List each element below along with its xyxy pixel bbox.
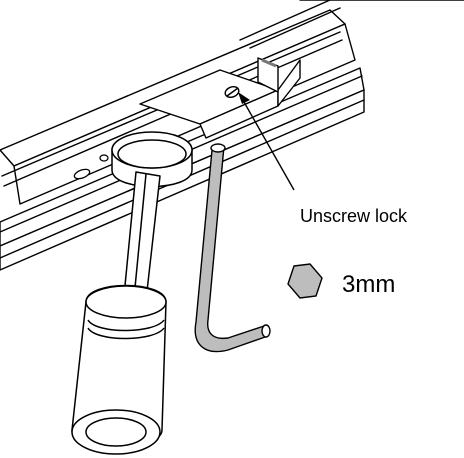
callout-label: Unscrew lock <box>300 206 408 226</box>
allen-key <box>194 143 271 353</box>
rail-profile <box>0 0 464 271</box>
screwdriver <box>71 131 193 455</box>
hexagon-icon <box>287 263 323 299</box>
lock-screw <box>224 86 240 98</box>
mounting-block <box>139 57 301 139</box>
block-side <box>277 59 301 107</box>
hex-size-label: 3mm <box>342 271 395 298</box>
arrow-icon <box>238 92 295 191</box>
rail-holes <box>73 154 109 180</box>
